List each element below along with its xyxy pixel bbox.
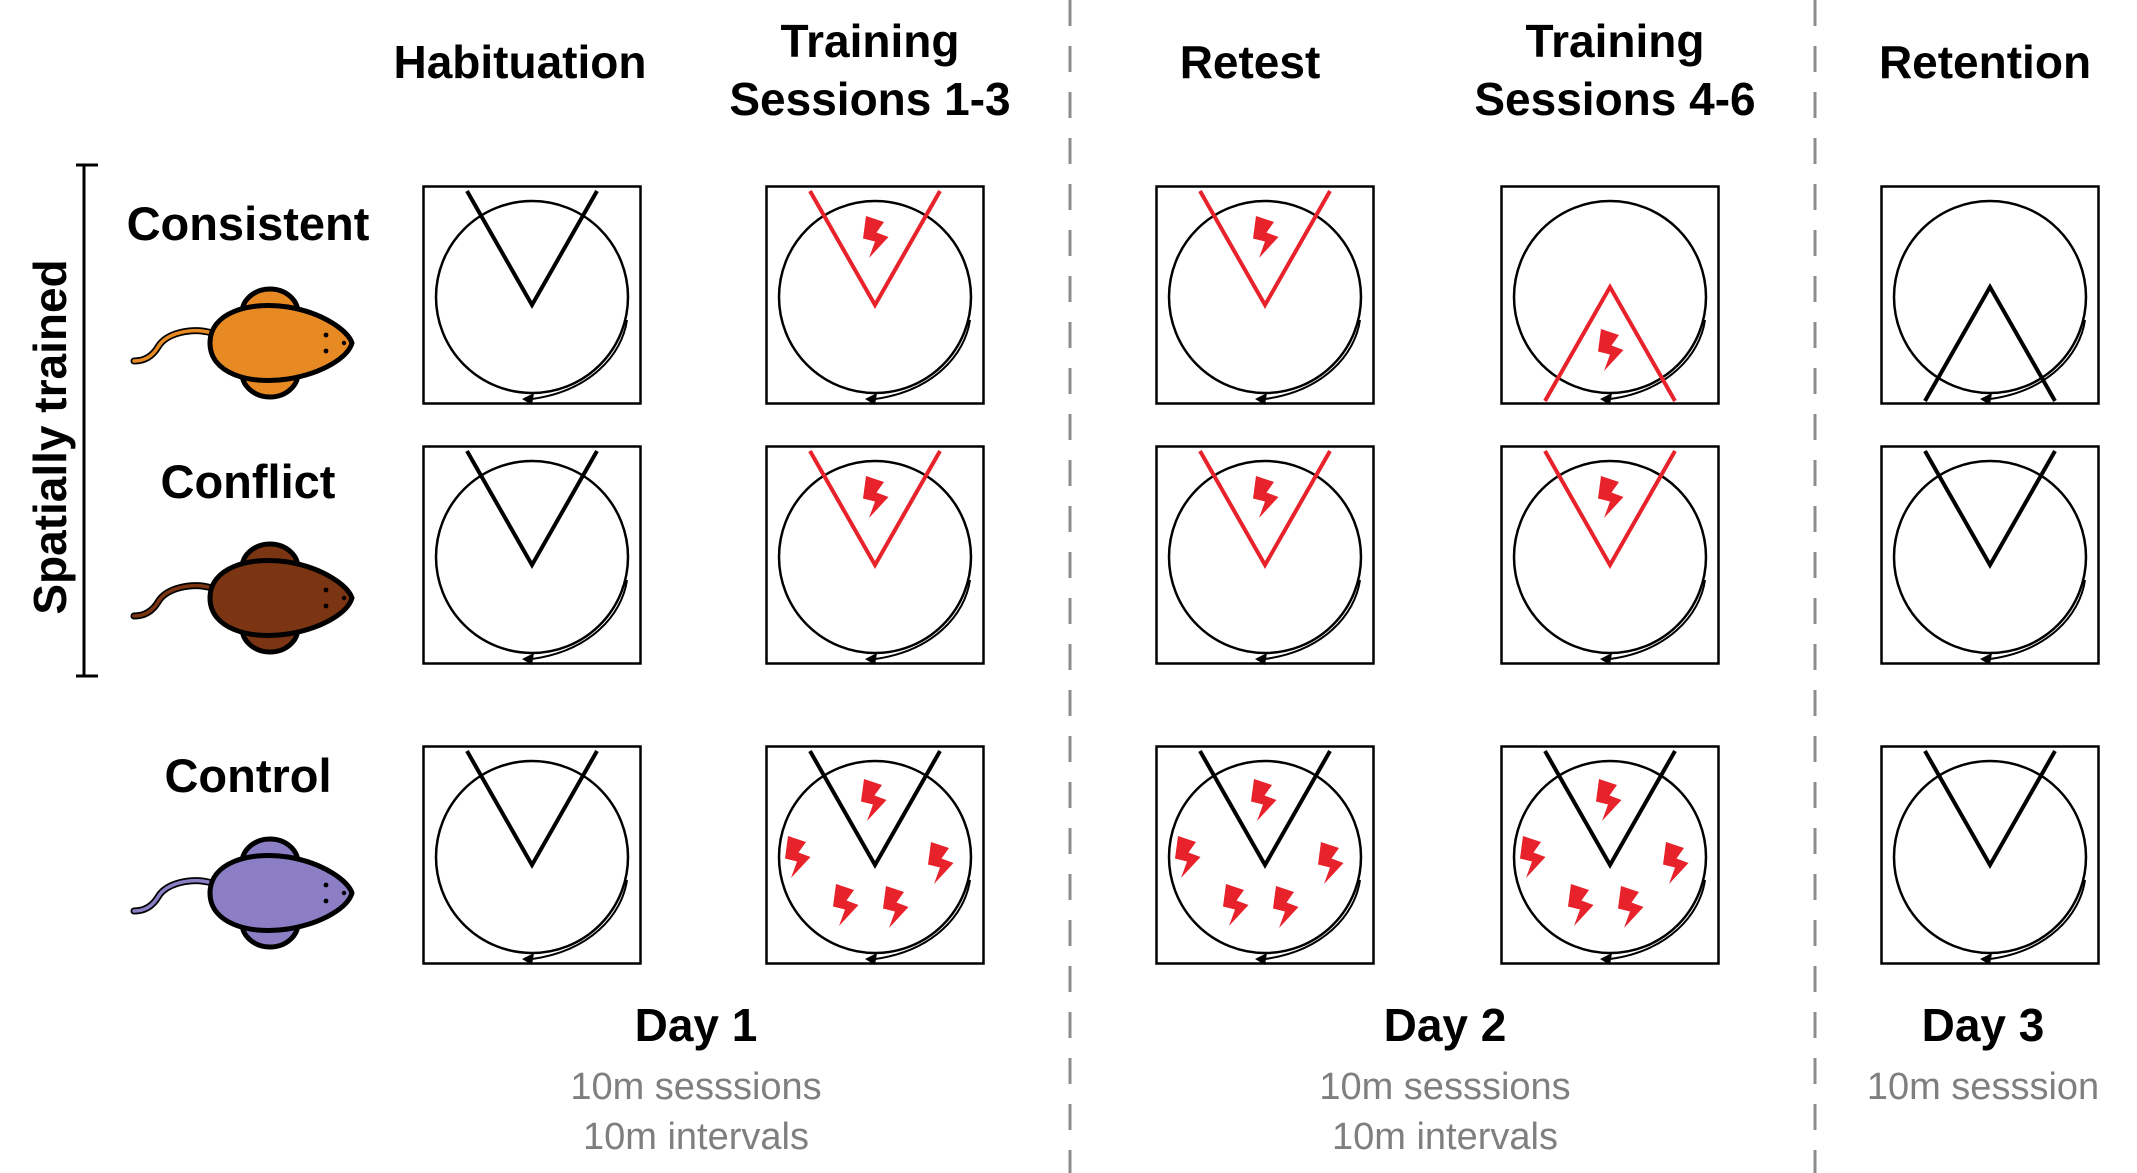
day3-details: 10m sesssion — [1783, 1062, 2137, 1112]
arena-consistent-training-1-3 — [765, 185, 985, 405]
lightning-bolt-icon — [1598, 476, 1624, 518]
maze-v-down — [465, 750, 599, 870]
lightning-bolt-icon — [863, 476, 889, 518]
maze-v-down — [808, 450, 942, 570]
arena-consistent-habituation — [422, 185, 642, 405]
maze-v-down — [808, 190, 942, 310]
lightning-bolt-icon — [1273, 886, 1299, 928]
arena-conflict-training-1-3 — [765, 445, 985, 665]
maze-v-down — [1198, 190, 1332, 310]
row-label-consistent: Consistent — [126, 197, 370, 250]
divider-day1-day2 — [1068, 0, 1072, 1173]
header-retention: Retention — [1878, 36, 2092, 88]
circular-arena-icon — [765, 445, 985, 665]
lightning-bolt-icon — [1253, 476, 1279, 518]
day1-intervals: 10m intervals — [583, 1116, 809, 1158]
day2-intervals: 10m intervals — [1332, 1116, 1558, 1158]
day3-sessions: 10m sesssion — [1866, 1066, 2100, 1108]
row-label-conflict: Conflict — [160, 455, 336, 508]
lightning-bolt-icon — [1520, 836, 1546, 878]
day1-details: 10m sesssions 10m intervals — [496, 1062, 896, 1162]
header-habituation: Habituation — [393, 36, 647, 88]
arena-control-retention — [1880, 745, 2100, 965]
row-label-control: Control — [164, 749, 332, 802]
day1-title: Day 1 — [634, 999, 758, 1051]
lightning-bolt-icon — [1568, 884, 1594, 926]
circular-arena-icon — [1500, 185, 1720, 405]
header-training-sessions-4-6: Training Sessions 4-6 — [1474, 15, 1756, 125]
circular-arena-icon — [765, 745, 985, 965]
arena-consistent-retention — [1880, 185, 2100, 405]
circular-arena-icon — [422, 185, 642, 405]
mouse-icon-consistent — [130, 286, 355, 400]
maze-v-down — [1543, 750, 1677, 870]
maze-v-up — [1923, 282, 2057, 402]
maze-v-down — [1923, 450, 2057, 570]
maze-v-down — [465, 190, 599, 310]
lightning-bolt-icon — [1253, 216, 1279, 258]
lightning-bolt-icon — [1318, 842, 1344, 884]
circular-arena-icon — [422, 745, 642, 965]
divider-day2-day3 — [1813, 0, 1817, 1173]
maze-v-down — [808, 750, 942, 870]
circular-arena-icon — [422, 445, 642, 665]
circular-arena-icon — [1155, 445, 1375, 665]
lightning-bolt-icon — [883, 886, 909, 928]
arena-consistent-retest — [1155, 185, 1375, 405]
arena-control-habituation — [422, 745, 642, 965]
maze-v-down — [465, 450, 599, 570]
lightning-bolt-icon — [928, 842, 954, 884]
lightning-bolt-icon — [1251, 779, 1277, 821]
lightning-bolt-icon — [833, 884, 859, 926]
arena-conflict-retention — [1880, 445, 2100, 665]
lightning-bolt-icon — [1618, 886, 1644, 928]
header-retest: Retest — [1179, 36, 1321, 88]
lightning-bolt-icon — [1223, 884, 1249, 926]
header-training-sessions-1-3: Training Sessions 1-3 — [729, 15, 1011, 125]
day1-sessions: 10m sesssions — [570, 1066, 822, 1108]
day2-sessions: 10m sesssions — [1319, 1066, 1571, 1108]
lightning-bolt-icon — [861, 779, 887, 821]
arena-control-training-4-6 — [1500, 745, 1720, 965]
arena-control-retest — [1155, 745, 1375, 965]
circular-arena-icon — [1880, 185, 2100, 405]
circular-arena-icon — [1155, 745, 1375, 965]
circular-arena-icon — [1155, 185, 1375, 405]
circular-arena-icon — [765, 185, 985, 405]
circular-arena-icon — [1880, 745, 2100, 965]
day2-title: Day 2 — [1383, 999, 1507, 1051]
spatially-trained-bracket — [76, 163, 98, 678]
side-label-spatially-trained: Spatially trained — [24, 259, 76, 615]
circular-arena-icon — [1500, 745, 1720, 965]
maze-v-down — [1923, 750, 2057, 870]
lightning-bolt-icon — [1663, 842, 1689, 884]
lightning-bolt-icon — [1596, 779, 1622, 821]
mouse-icon-control — [130, 836, 355, 950]
day3-title: Day 3 — [1921, 999, 2045, 1051]
lightning-bolt-icon — [863, 216, 889, 258]
arena-conflict-training-4-6 — [1500, 445, 1720, 665]
day2-details: 10m sesssions 10m intervals — [1245, 1062, 1645, 1162]
circular-arena-icon — [1880, 445, 2100, 665]
arena-consistent-training-4-6 — [1500, 185, 1720, 405]
maze-v-up — [1543, 282, 1677, 402]
maze-v-down — [1543, 450, 1677, 570]
lightning-bolt-icon — [1598, 329, 1624, 371]
arena-conflict-habituation — [422, 445, 642, 665]
arena-control-training-1-3 — [765, 745, 985, 965]
lightning-bolt-icon — [1175, 836, 1201, 878]
circular-arena-icon — [1500, 445, 1720, 665]
arena-conflict-retest — [1155, 445, 1375, 665]
mouse-icon-conflict — [130, 541, 355, 655]
maze-v-down — [1198, 750, 1332, 870]
maze-v-down — [1198, 450, 1332, 570]
lightning-bolt-icon — [785, 836, 811, 878]
